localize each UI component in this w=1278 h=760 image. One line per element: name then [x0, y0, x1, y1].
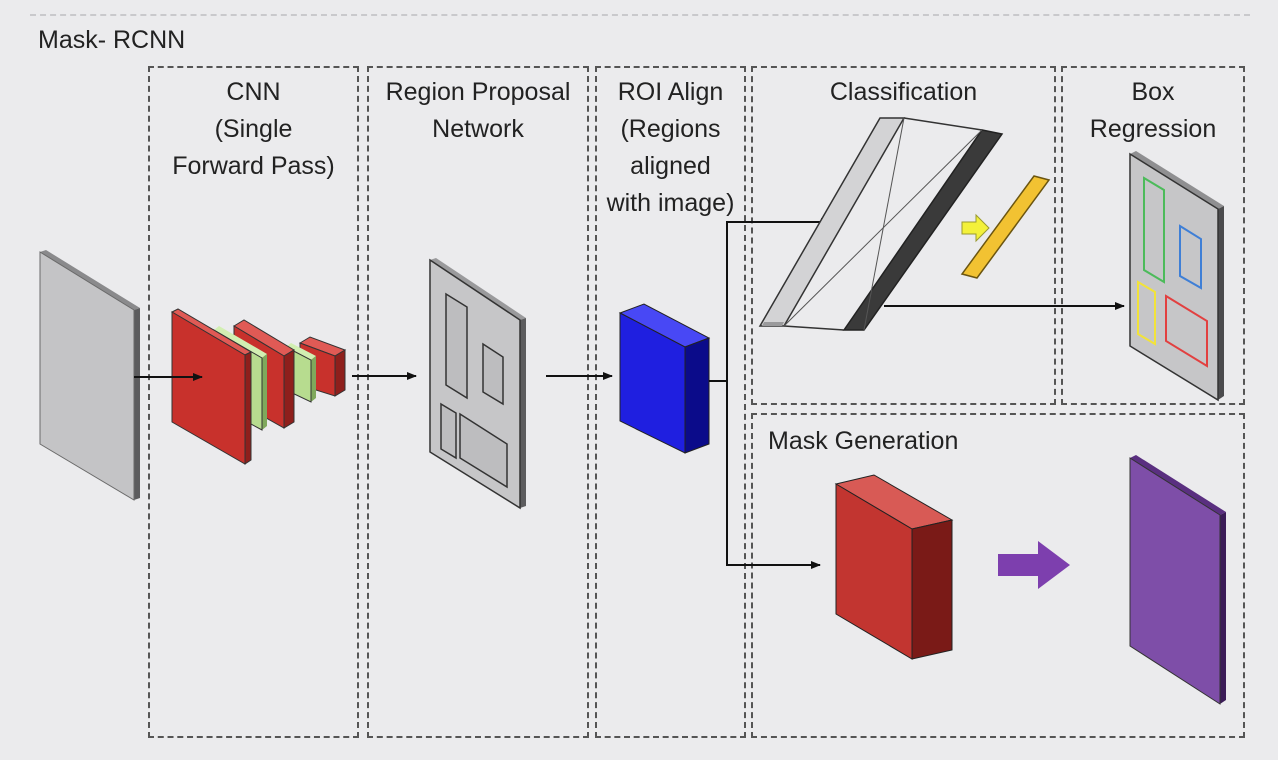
roi-align-stage-label: ROI Align (Regions aligned with image)	[606, 78, 735, 217]
mask-generation-stage-label: Mask Generation	[768, 427, 959, 455]
box-regression-output	[1129, 151, 1224, 402]
region-proposal-3	[440, 402, 457, 460]
input-image	[39, 250, 140, 501]
roi-align-stage-box	[595, 66, 746, 738]
fc-layers	[758, 117, 1004, 331]
region-proposal-1	[445, 292, 468, 400]
rpn-stage-box	[367, 66, 589, 738]
roi-align-block	[618, 303, 711, 454]
box-regression-stage-box	[1061, 66, 1245, 405]
region-proposal-4	[459, 412, 508, 489]
box-red	[1165, 294, 1208, 368]
box-yellow	[1137, 280, 1156, 346]
cnn-stage-box	[148, 66, 359, 738]
mask-output	[1129, 455, 1226, 705]
box-regression-stage-label: Box Regression	[1089, 78, 1217, 143]
roi-branch-arrows	[709, 218, 831, 569]
class-output-vector	[960, 175, 1051, 279]
conv-layer-1	[170, 308, 253, 465]
region-proposal-2	[482, 342, 504, 406]
cnn-stage-label: CNN (Single Forward Pass)	[172, 78, 335, 180]
classification-stage-box	[751, 66, 1056, 405]
mask-generation-stage-box	[751, 413, 1245, 738]
rpn-feature-map	[429, 258, 526, 510]
mask-arrow-icon	[998, 541, 1070, 589]
classification-stage-label: Classification	[829, 78, 978, 106]
rpn-stage-label: Region Proposal Network	[385, 78, 571, 143]
cnn-layers	[134, 308, 347, 465]
diagram-title: Mask- RCNN	[38, 26, 186, 54]
top-dashed-divider	[30, 14, 1250, 16]
mask-conv-block	[834, 474, 954, 660]
box-green	[1143, 176, 1165, 284]
class-arrow-icon	[961, 213, 990, 243]
box-blue	[1179, 224, 1202, 290]
